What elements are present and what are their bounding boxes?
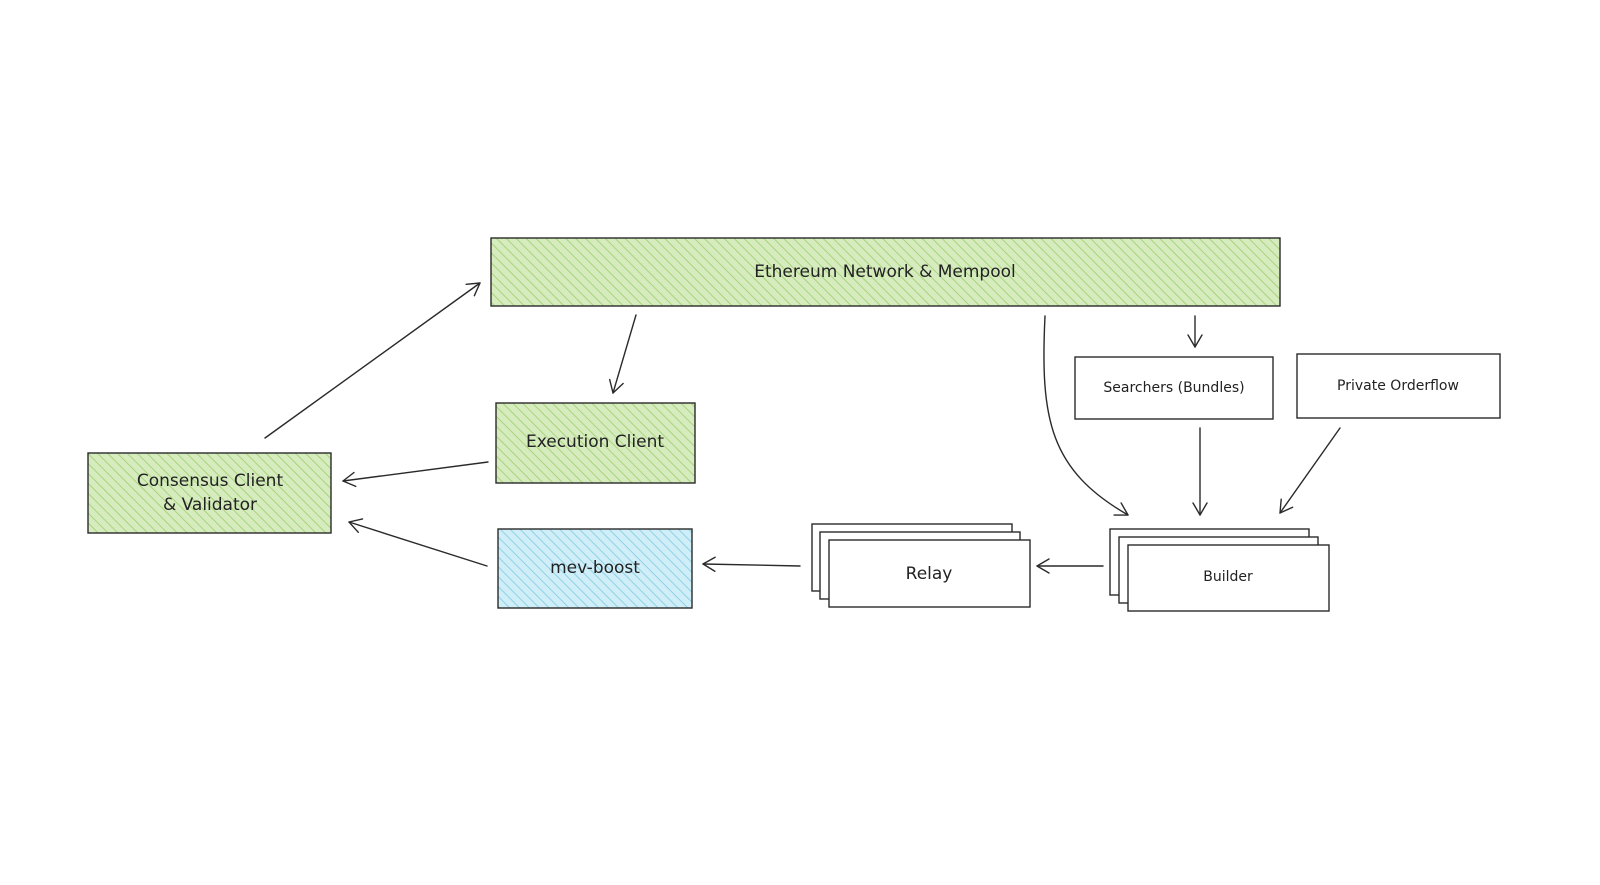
relay-node[interactable]: Relay: [811, 523, 1031, 608]
consensus-client-node[interactable]: Consensus Client & Validator: [87, 452, 332, 534]
arrow-orderflow-to-builder: [1279, 427, 1341, 514]
builder-label: Builder: [1203, 569, 1253, 585]
arrow-relay-to-mevboost: [702, 556, 801, 572]
searchers-label: Searchers (Bundles): [1103, 380, 1244, 396]
relay-label: Relay: [906, 564, 953, 584]
execution-client-node[interactable]: Execution Client: [495, 402, 696, 484]
ethereum-network-label: Ethereum Network & Mempool: [754, 262, 1016, 282]
relay-stack-front: [828, 539, 1031, 608]
searchers-node[interactable]: Searchers (Bundles): [1074, 356, 1274, 420]
arrow-ethereum-to-execution: [608, 314, 637, 394]
mev-boost-label: mev-boost: [550, 558, 640, 578]
private-orderflow-node[interactable]: Private Orderflow: [1296, 353, 1501, 419]
arrow-execution-to-consensus: [342, 461, 489, 488]
consensus-client-label-line2: & Validator: [163, 495, 257, 515]
private-orderflow-label: Private Orderflow: [1337, 378, 1459, 394]
ethereum-network-node[interactable]: Ethereum Network & Mempool: [490, 237, 1281, 307]
arrow-mevboost-to-consensus: [348, 518, 488, 567]
consensus-client-label-line1: Consensus Client: [137, 471, 284, 491]
builder-stack-front: [1127, 544, 1330, 612]
builder-node[interactable]: Builder: [1109, 528, 1330, 612]
arrow-consensus-to-ethereum: [264, 282, 481, 439]
execution-client-label: Execution Client: [526, 432, 664, 452]
mev-boost-node[interactable]: mev-boost: [497, 528, 693, 609]
arrow-ethereum-to-builder: [1043, 315, 1129, 516]
